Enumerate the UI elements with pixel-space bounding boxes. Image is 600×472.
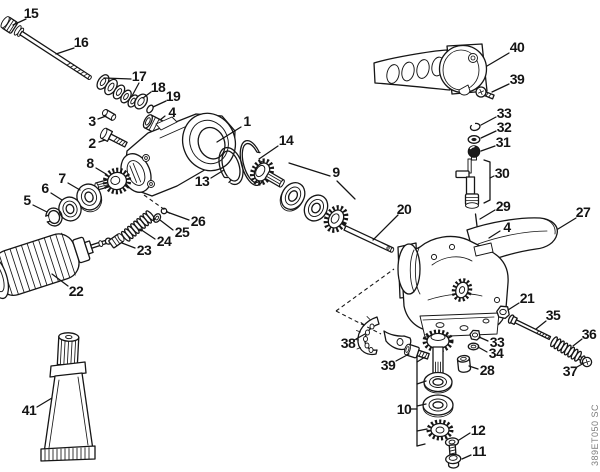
leader-1 <box>216 126 242 143</box>
leader-7 <box>67 182 81 191</box>
part-20-shaft <box>343 225 395 253</box>
leader-31 <box>480 145 496 152</box>
leader-3 <box>97 115 107 120</box>
part-25-washer <box>152 213 162 223</box>
leader-6 <box>50 192 63 201</box>
leader-17 <box>103 77 132 80</box>
part-33-nut-bottom <box>469 329 481 341</box>
leader-19 <box>152 100 167 108</box>
part-16-bolt <box>19 30 92 80</box>
part-21-nut <box>496 305 510 320</box>
part-10-gear-stack <box>416 329 454 447</box>
leader-5 <box>32 204 48 213</box>
part-34-washer <box>467 342 480 351</box>
part-35-bolt <box>507 314 552 341</box>
leader-41 <box>36 397 53 408</box>
leader-33a <box>480 116 497 126</box>
part-7-bearing <box>76 183 103 213</box>
bracket-30 <box>483 159 491 204</box>
leader-25 <box>159 219 174 231</box>
leader-8 <box>95 167 107 175</box>
leader-15 <box>12 18 27 26</box>
leader-32 <box>480 130 497 139</box>
part-40-handle <box>373 43 488 96</box>
part-37-screw <box>577 355 593 368</box>
part-29-pin <box>474 213 478 227</box>
leader-18 <box>142 91 152 99</box>
part-19-ring <box>146 104 154 114</box>
leader-20 <box>372 214 399 241</box>
leader-9 <box>336 180 356 200</box>
leader-37 <box>576 362 585 368</box>
part-28-sleeve <box>456 354 472 373</box>
part-30-valve <box>455 158 480 209</box>
part-23-sleeve <box>108 233 125 249</box>
leader-22 <box>51 273 69 287</box>
part-5-snap-ring <box>43 207 63 227</box>
part-31-knob <box>467 145 481 161</box>
part-11-bolt <box>445 444 462 469</box>
part-24-spring <box>120 210 156 242</box>
part-2-bolt <box>99 127 128 148</box>
leader-11 <box>461 454 472 460</box>
leader-lines <box>12 18 585 460</box>
leader-29 <box>479 209 496 220</box>
leader-2 <box>98 139 106 143</box>
part-41-tube <box>40 332 96 462</box>
leader-30 <box>489 175 495 179</box>
leader-17 <box>131 82 140 97</box>
leader-38 <box>355 333 366 340</box>
leader-26 <box>166 211 190 221</box>
leader-33b <box>478 336 489 342</box>
leader-16 <box>55 47 75 55</box>
part-39-screw-top <box>475 86 495 100</box>
dashed-guides <box>143 194 395 335</box>
leader-4b <box>488 230 501 239</box>
part-9-gear-bearing-set <box>249 158 349 233</box>
part-6-bearing <box>58 196 82 222</box>
leader-39a <box>491 83 510 93</box>
leader-35 <box>535 320 547 330</box>
part-36-spring <box>550 336 582 362</box>
leader-13 <box>210 169 225 179</box>
leader-9 <box>288 162 331 177</box>
leader-21 <box>507 302 520 311</box>
leader-39b <box>395 353 410 362</box>
leader-28 <box>468 365 479 370</box>
part-38-segment <box>354 316 412 356</box>
part-22-grip <box>0 232 113 300</box>
part-32-ring <box>467 135 481 144</box>
leader-34 <box>477 346 488 353</box>
leader-23 <box>121 242 136 249</box>
part-27-gearhead <box>397 217 558 338</box>
leader-14 <box>258 145 279 160</box>
leader-24 <box>139 228 156 240</box>
leader-27 <box>557 217 577 230</box>
diagram-code: 389ET050 SC <box>590 403 600 466</box>
part-33-clip-top <box>469 122 481 132</box>
part-26-pin <box>160 207 168 215</box>
leader-40 <box>486 52 510 67</box>
leader-4a <box>159 115 166 121</box>
part-3-screw <box>101 109 117 121</box>
leader-12 <box>458 432 471 441</box>
part-15-nut <box>0 16 25 37</box>
leader-36 <box>572 338 583 347</box>
